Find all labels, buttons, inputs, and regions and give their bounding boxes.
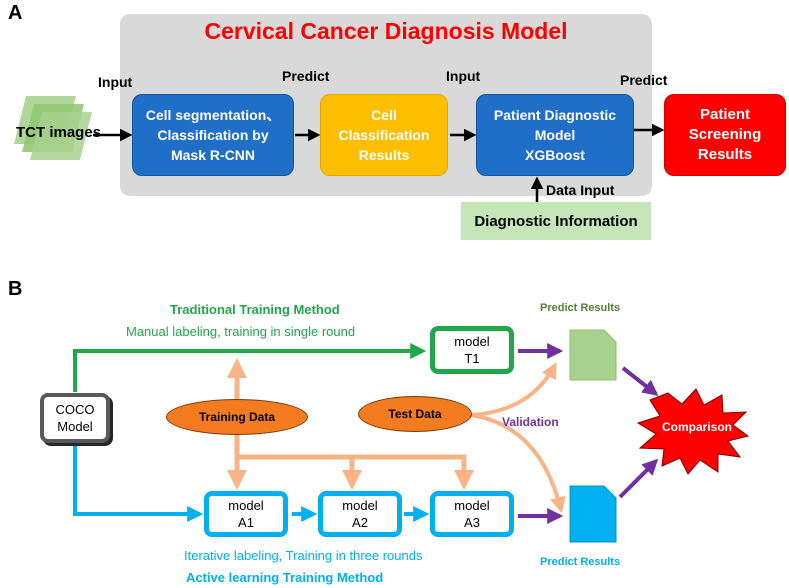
model-t1-box: model T1 — [430, 326, 514, 374]
validation-label: Validation — [502, 415, 559, 429]
traditional-method-desc: Manual labeling, training in single roun… — [126, 324, 356, 339]
arrow-test-to-top-results — [469, 362, 557, 417]
arrow-coco-to-t1 — [73, 343, 427, 392]
arrow-training-to-a3 — [237, 454, 474, 490]
segmentation-box: Cell segmentation、 Classification by Mas… — [132, 94, 294, 176]
predict-results-bottom-label: Predict Results — [540, 556, 621, 568]
active-method-desc: Iterative labeling, Training in three ro… — [184, 548, 423, 563]
predict-results-top-label: Predict Results — [540, 302, 621, 314]
screening-results-box: Patient Screening Results — [664, 94, 786, 176]
tct-images-icon — [14, 96, 92, 160]
arrow-bottom-results-to-comparison — [618, 458, 659, 499]
comparison-starburst — [636, 388, 750, 475]
training-data-ellipse: Training Data — [166, 399, 308, 435]
model-a1-box: model A1 — [204, 491, 288, 537]
diagnostic-information-box: Diagnostic Information — [461, 202, 651, 240]
model-a2-box: model A2 — [318, 491, 402, 537]
model-a3-box: model A3 — [430, 491, 514, 537]
panel-a-letter: A — [8, 2, 23, 24]
coco-model-box: COCO Model — [40, 393, 110, 443]
input-label-2: Input — [446, 68, 481, 84]
predict-label-1: Predict — [282, 68, 330, 84]
panel-a-title: Cervical Cancer Diagnosis Model — [204, 18, 568, 44]
tct-images-label: TCT images — [16, 124, 102, 141]
traditional-method-title: Traditional Training Method — [170, 302, 340, 317]
data-input-label: Data Input — [546, 182, 615, 198]
document-icon-top — [569, 329, 617, 381]
arrow-test-to-bottom-results — [469, 413, 566, 514]
arrow-top-results-to-comparison — [621, 366, 659, 396]
panel-b-letter: B — [8, 278, 23, 300]
xgboost-box: Patient Diagnostic Model XGBoost — [476, 94, 634, 176]
active-method-title: Active learning Training Method — [186, 570, 384, 585]
document-icon-bottom — [569, 485, 617, 543]
arrow-coco-to-a1 — [73, 444, 204, 522]
cell-classification-results-box: Cell Classification Results — [320, 94, 448, 176]
input-label-1: Input — [98, 74, 133, 90]
predict-label-2: Predict — [620, 72, 668, 88]
test-data-ellipse: Test Data — [358, 396, 472, 432]
comparison-label: Comparison — [661, 420, 732, 434]
